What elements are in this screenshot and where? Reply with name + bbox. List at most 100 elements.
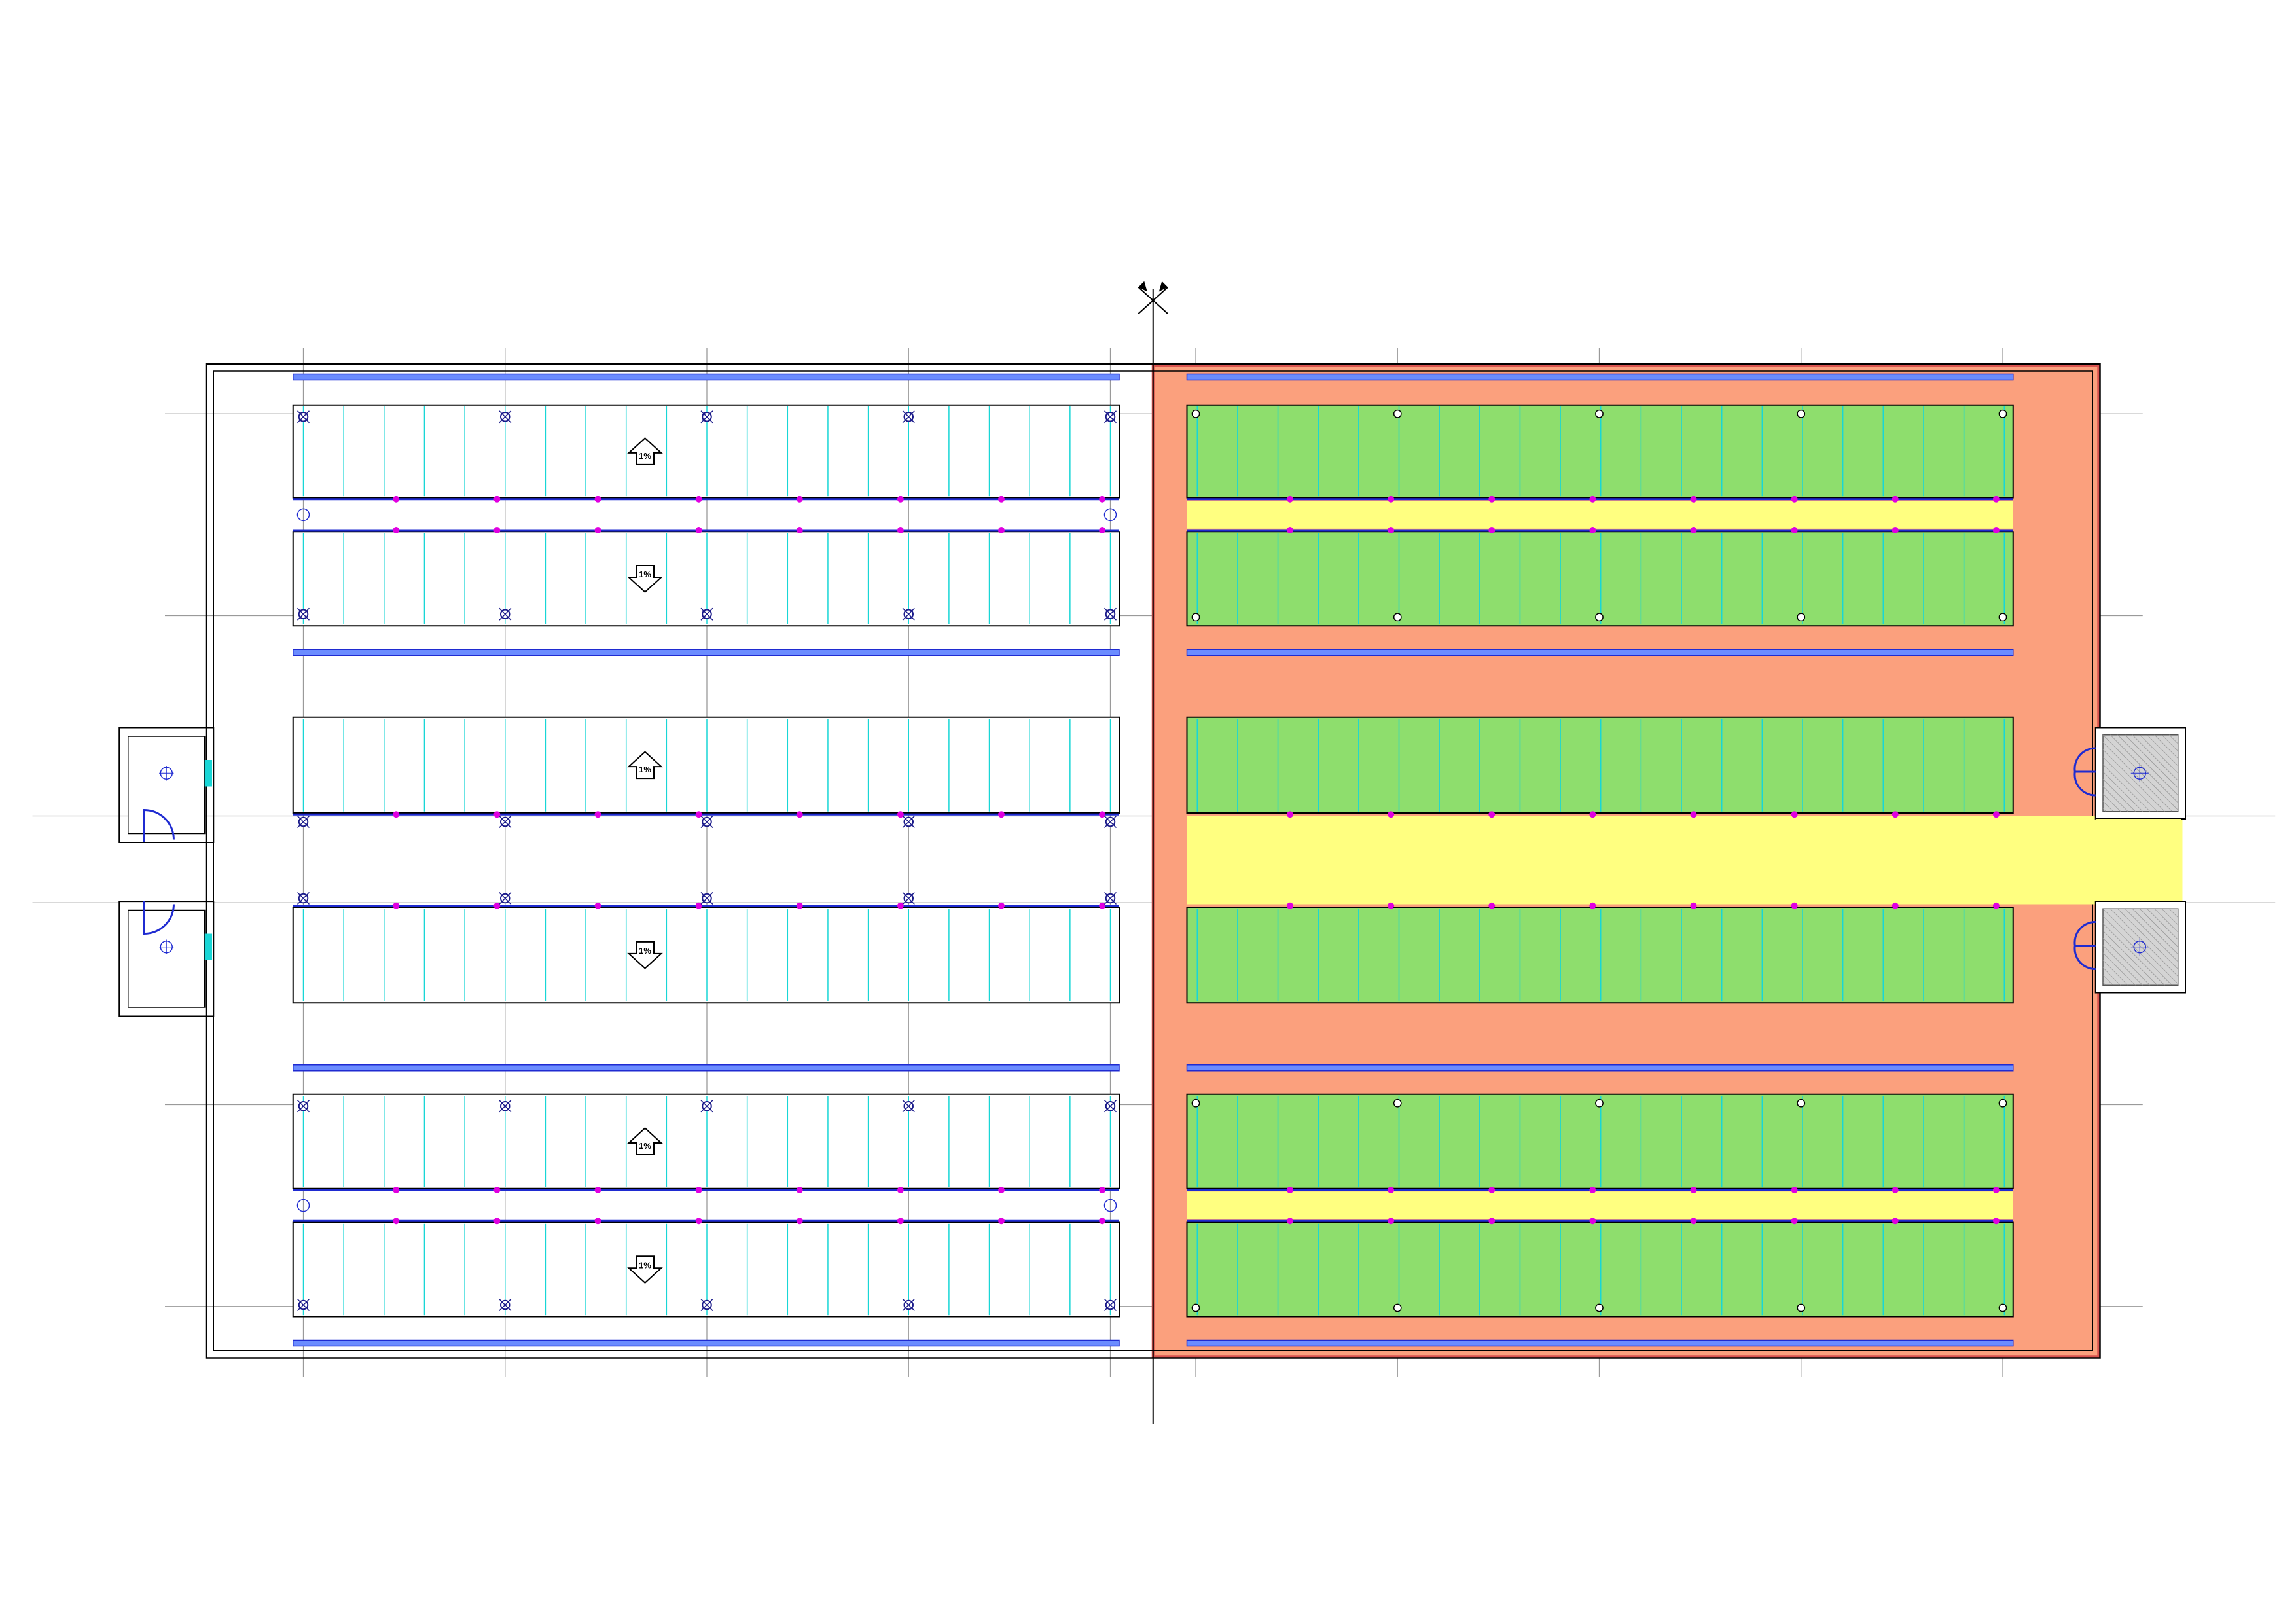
column-marker [1103, 607, 1117, 621]
magenta-marker [1791, 902, 1798, 909]
hatch-line [2102, 908, 2179, 984]
hatch-line [2102, 975, 2114, 986]
magenta-marker [594, 496, 601, 503]
column-marker [902, 815, 915, 829]
column-cross [700, 607, 713, 621]
magenta-marker [1690, 527, 1697, 533]
hatch-line [2102, 764, 2151, 812]
magenta-marker [897, 1187, 904, 1193]
post-marker [1191, 613, 1200, 622]
magenta-marker [1099, 811, 1106, 818]
magenta-marker [1099, 902, 1106, 909]
hatch-line [2132, 734, 2179, 781]
magenta-marker [1287, 811, 1293, 818]
hatch-line [2161, 908, 2179, 926]
magenta-marker [1388, 902, 1395, 909]
post-marker [1797, 1098, 1806, 1108]
column-cross [902, 1100, 915, 1113]
hatch-line [2125, 908, 2179, 962]
hatch-line [2102, 930, 2158, 986]
magenta-marker [393, 902, 400, 909]
magenta-marker [1589, 902, 1596, 909]
arrow-shape [627, 565, 663, 593]
annex-outer-wall [118, 727, 215, 843]
bed-row-left [292, 907, 1120, 1004]
magenta-marker [1388, 1218, 1395, 1225]
column-cross [296, 1100, 310, 1113]
column-marker [499, 815, 512, 829]
magenta-marker [1388, 527, 1395, 533]
magenta-marker [695, 1187, 702, 1193]
magenta-marker [695, 496, 702, 503]
magenta-marker [594, 811, 601, 818]
column-cross [902, 607, 915, 621]
aisle [1187, 501, 2013, 529]
bed-row-right [1186, 1093, 2014, 1189]
hatch-line [2102, 945, 2144, 986]
blue-pipe [293, 1339, 1120, 1347]
magenta-marker [1287, 1218, 1293, 1225]
post-marker [1998, 409, 2007, 418]
magenta-marker [1791, 1187, 1798, 1193]
column-marker [1103, 1298, 1117, 1312]
hatch-line [2102, 771, 2144, 812]
post-marker [1393, 1303, 1402, 1312]
post-marker [1797, 409, 1806, 418]
hatch-line [2102, 916, 2173, 986]
column-marker [296, 892, 310, 905]
post-marker [1797, 613, 1806, 622]
hatch-line [2102, 734, 2179, 810]
bed-row [1186, 1093, 2014, 1189]
arrow-shape [627, 1255, 663, 1284]
column-cross [700, 410, 713, 424]
column-cross [1103, 410, 1117, 424]
column-marker [902, 410, 915, 424]
magenta-marker [998, 1218, 1005, 1225]
magenta-marker [393, 811, 400, 818]
column-marker [902, 1298, 915, 1312]
magenta-marker [1099, 1187, 1106, 1193]
post-marker [1595, 613, 1604, 622]
post-marker [1595, 1303, 1604, 1312]
magenta-marker [493, 902, 501, 909]
magenta-marker [1791, 527, 1798, 533]
post-marker [1998, 1303, 2007, 1312]
magenta-marker [1287, 496, 1293, 503]
post-marker [1998, 1098, 2007, 1108]
column-marker [700, 1298, 713, 1312]
magenta-marker [897, 527, 904, 533]
magenta-marker [1488, 811, 1496, 818]
column-cross [1103, 815, 1117, 829]
hatch-line [2102, 937, 2151, 986]
column-cross [499, 607, 512, 621]
post-marker [1595, 1098, 1604, 1108]
post-marker [1191, 1098, 1200, 1108]
valve-icon [296, 1199, 310, 1212]
column-marker [296, 815, 310, 829]
post-marker [1595, 409, 1604, 418]
blue-pipe [1186, 1339, 2014, 1347]
valve-icon [1103, 1199, 1117, 1212]
bed-row [1186, 1221, 2014, 1318]
magenta-marker [1589, 1218, 1596, 1225]
magenta-marker [1388, 811, 1395, 818]
post-marker [1393, 613, 1402, 622]
magenta-marker [1388, 496, 1395, 503]
column-marker [700, 815, 713, 829]
magenta-marker [1892, 527, 1899, 533]
magenta-marker [493, 811, 501, 818]
column-cross [296, 815, 310, 829]
magenta-marker [1589, 496, 1596, 503]
entrance-room-top [118, 727, 215, 843]
bed-row-right [1186, 404, 2014, 499]
hatch-line [2147, 908, 2179, 940]
column-cross [902, 1298, 915, 1312]
magenta-marker [695, 902, 702, 909]
magenta-marker [493, 1187, 501, 1193]
magenta-marker [796, 902, 803, 909]
magenta-marker [1589, 811, 1596, 818]
magenta-marker [493, 496, 501, 503]
arrow-up-icon: 1% [627, 1127, 663, 1155]
aisle [1187, 816, 2183, 905]
